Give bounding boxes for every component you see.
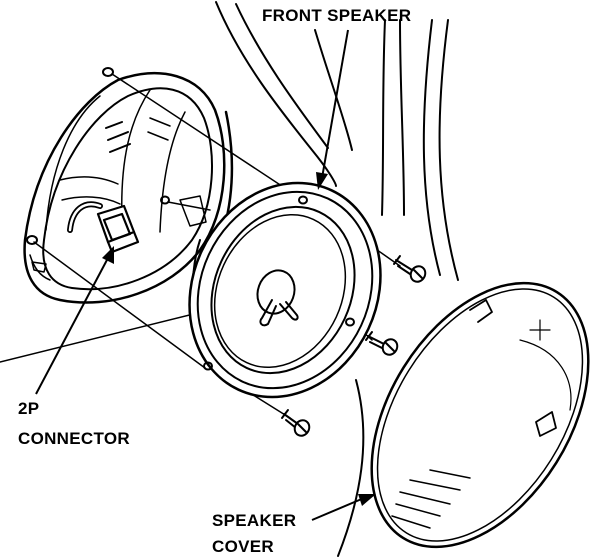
- door-panel-contours: [0, 1, 459, 557]
- label-speaker: SPEAKER: [212, 511, 296, 530]
- speaker-cover: [370, 281, 590, 549]
- label-connector: CONNECTOR: [18, 429, 130, 448]
- speaker-housing: [23, 67, 226, 304]
- leader-arrow-front-speaker: [316, 29, 349, 190]
- label-2p: 2P: [18, 399, 39, 418]
- leader-arrow-speaker-cover: [311, 494, 376, 521]
- screw-middle: [365, 331, 399, 356]
- 2p-connector-plug: [67, 201, 140, 254]
- screw-lower: [281, 409, 311, 437]
- label-front-speaker: FRONT SPEAKER: [262, 6, 411, 25]
- screw-upper: [393, 255, 427, 283]
- leader-arrow-2p-connector: [35, 246, 114, 395]
- front-speaker: [188, 181, 382, 399]
- label-cover: COVER: [212, 537, 274, 556]
